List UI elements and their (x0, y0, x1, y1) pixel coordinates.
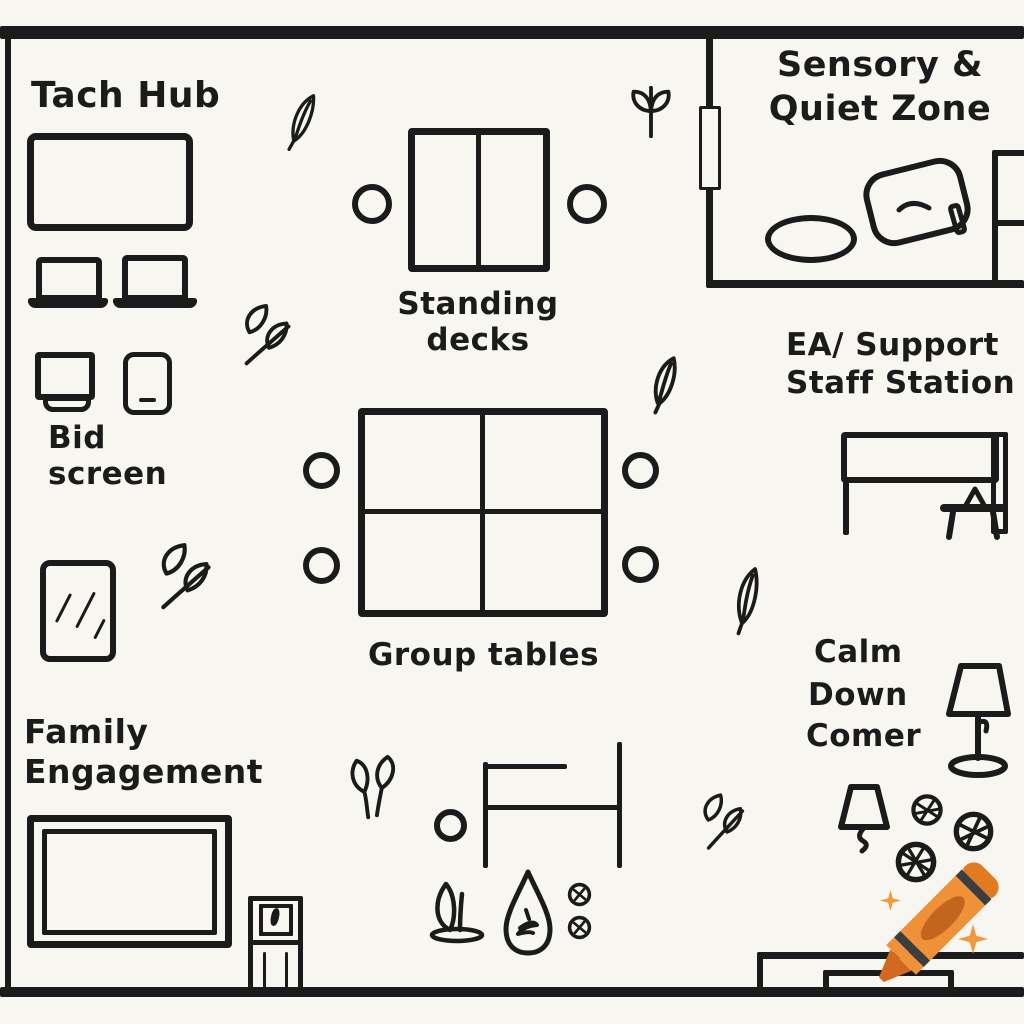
standing-desk-icon (408, 128, 550, 272)
shelf-divider (996, 220, 1024, 226)
zone-label-ea-line2: Staff Station (786, 365, 1016, 401)
beanbag-seam (896, 201, 932, 213)
seat-icon (434, 809, 467, 842)
table-line-v1 (483, 762, 488, 868)
tablet-icon (123, 352, 172, 415)
cabinet-window (259, 904, 293, 936)
door-icon (699, 106, 721, 190)
cabinet-door-line (285, 952, 288, 988)
cabinet-icon (248, 896, 303, 992)
stool-icon (940, 486, 1006, 540)
sparkle-icon (880, 890, 901, 911)
floor-lamp-icon (946, 663, 1011, 778)
zone-label-big-screen-line1: Bid (48, 420, 106, 456)
zone-label-sensory-line2: Quiet Zone (768, 89, 992, 129)
pouf-icon (911, 794, 943, 826)
wall-sensory-bottom (706, 280, 1024, 288)
zone-label-calm-line3: Comer (806, 718, 922, 754)
zone-label-big-screen-line2: screen (48, 456, 168, 492)
zone-label-group-tables: Group tables (367, 637, 600, 673)
bench-side (757, 952, 763, 992)
table-line-top (483, 764, 567, 769)
monitor-base (43, 396, 91, 412)
pouf-icon (953, 811, 994, 852)
sparkle-icon (958, 924, 988, 954)
group-table-icon (358, 408, 608, 617)
leaf-icon (161, 543, 211, 610)
zone-label-family-line1: Family (24, 712, 149, 751)
crayon-logo (862, 857, 1012, 992)
leaf-icon (653, 356, 677, 415)
table-line-v2 (617, 742, 622, 868)
zone-label-family-line2: Engagement (24, 752, 263, 791)
wall-left (5, 26, 11, 992)
pouf-icon (895, 841, 937, 883)
laptop-icon (113, 255, 197, 308)
zone-label-standing-line1: Standing (397, 286, 559, 322)
seat-icon (622, 452, 659, 489)
teardrop-plant-icon (503, 869, 553, 956)
leaf-icon (244, 303, 291, 366)
desk-leg (843, 482, 849, 535)
seat-icon (622, 546, 659, 583)
whiteboard-inner (42, 829, 217, 935)
lampshade-icon (838, 784, 890, 854)
seat-icon (567, 184, 607, 224)
monitor-icon (35, 352, 95, 400)
desk-side-panel (991, 432, 1008, 534)
desk-icon (841, 432, 999, 483)
laptop-icon (28, 257, 108, 308)
standing-desk-divider (476, 132, 481, 268)
seat-icon (303, 547, 340, 584)
leaf-icon (703, 793, 745, 850)
seat-icon (303, 452, 340, 489)
zone-label-ea-line1: EA/ Support (786, 327, 999, 363)
zone-label-calm-line2: Down (808, 677, 908, 713)
group-table-divider-h (362, 509, 604, 514)
x-pebble-icon (567, 915, 592, 940)
zone-label-tech-hub: Tach Hub (31, 75, 221, 116)
feather-icon (287, 94, 316, 151)
rug-icon (765, 215, 857, 263)
zone-label-sensory-line1: Sensory & (776, 45, 984, 85)
wall-bottom (0, 987, 1024, 997)
cabinet-divider (252, 940, 299, 945)
mirror-icon (40, 560, 116, 662)
zone-label-calm-line1: Calm (814, 634, 903, 670)
display-screen-icon (27, 133, 193, 231)
table-line-mid (483, 805, 620, 810)
zone-label-standing-line2: decks (426, 322, 530, 358)
seat-icon (352, 184, 392, 224)
shelf-icon (992, 150, 1024, 288)
cabinet-door-line (263, 952, 266, 988)
feather-icon (736, 567, 759, 636)
sprout-icon (631, 85, 671, 139)
wall-top (0, 26, 1024, 39)
whiteboard-icon (27, 815, 232, 948)
leaf-icon (350, 754, 396, 820)
x-pebble-icon (567, 882, 592, 907)
tablet-dash (139, 398, 156, 402)
plant-dish-icon (429, 881, 485, 944)
crayon-icon (866, 857, 1004, 994)
